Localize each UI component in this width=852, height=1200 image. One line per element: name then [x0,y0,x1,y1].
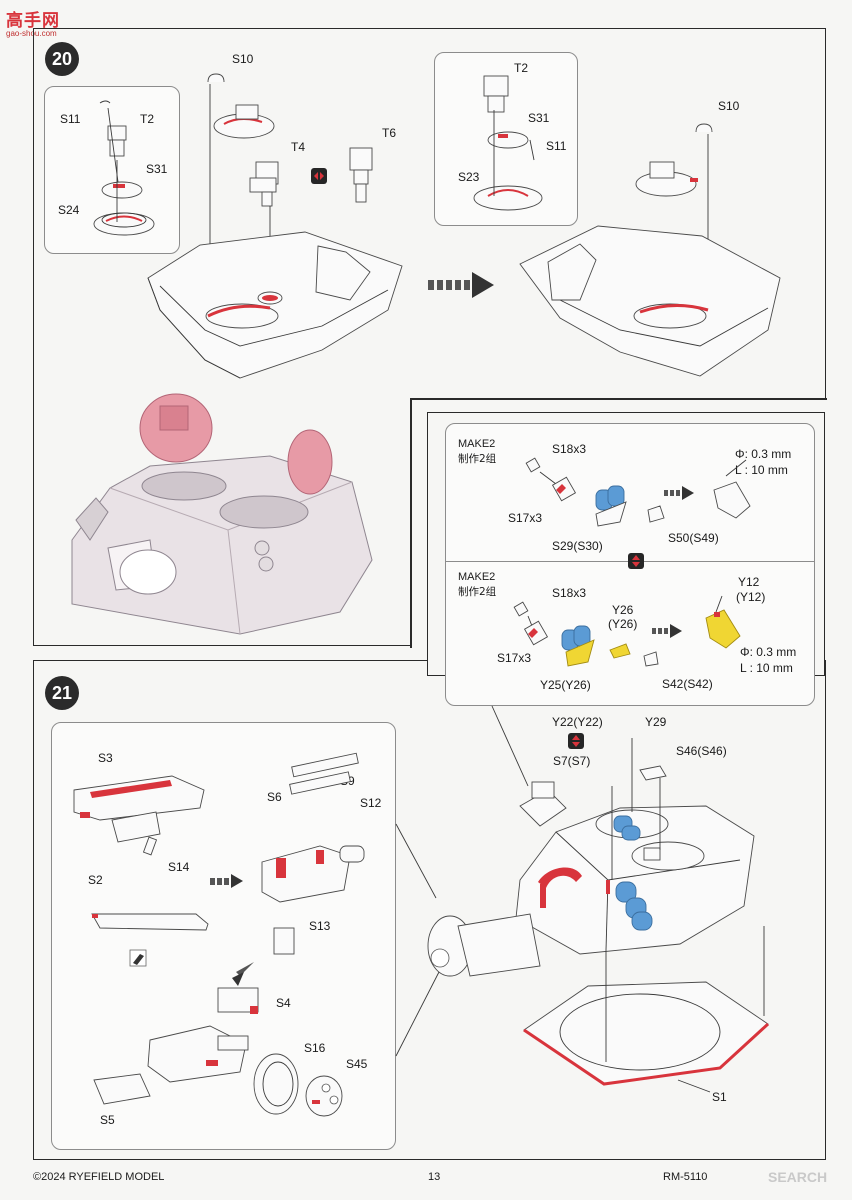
label-t2-right: T2 [514,61,529,75]
label-s13: S13 [309,919,331,933]
label-t2: T2 [140,112,155,126]
label-y26-alt: (Y26) [608,617,638,631]
footer-search-overlay: SEARCH [768,1169,828,1185]
label-s4: S4 [276,996,291,1010]
swap-icon [311,168,327,184]
swap-icon [628,553,644,569]
step-20-drawing [71,73,781,635]
label-s10: S10 [232,52,254,66]
label-s3: S3 [98,751,113,765]
label-s46: S46(S46) [676,744,727,758]
make-top-title-cn: 制作2组 [458,453,497,465]
footer-page-number: 13 [428,1171,441,1183]
y25-assembly [561,625,595,667]
s24-ring-part [93,212,155,236]
periscope-assembly [519,781,567,827]
footer-copyright: ©2024 RYEFIELD MODEL [33,1171,165,1183]
label-s10-right: S10 [718,99,740,113]
make-bottom-title: MAKE2 [458,571,496,583]
label-t4: T4 [291,140,306,154]
s16-part [253,1053,299,1115]
arrow-top [664,486,694,500]
label-s17-top: S17x3 [508,511,543,525]
label-s11-right: S11 [546,139,567,153]
s3-part [73,775,205,821]
label-s18-top: S18x3 [552,442,587,456]
s11-part [99,100,111,104]
s6-part [289,752,359,795]
s13-part [273,927,295,955]
label-s42: S42(S42) [662,677,713,691]
step-21-badge: 21 [45,676,79,710]
watermark-site-url: gao-shou.com [6,29,57,38]
label-y29: Y29 [645,715,667,729]
t4-part [249,161,279,207]
label-s2: S2 [88,873,103,887]
s45-part [305,1075,343,1117]
label-y12: Y12 [738,575,760,589]
label-s31: S31 [146,162,168,176]
label-s6: S6 [267,790,282,804]
label-y25: Y25(Y26) [540,678,591,692]
s14-part [111,811,161,856]
turret-main [515,738,755,955]
label-s18-bottom: S18x3 [552,586,587,600]
make-bottom-title-cn: 制作2组 [458,586,497,598]
s5-part [93,1073,151,1105]
label-s45: S45 [346,1057,368,1071]
label-s11: S11 [60,112,81,126]
label-s24: S24 [58,203,80,217]
arrow-21a [210,874,243,888]
step-20-badge: 20 [45,42,79,76]
label-s31-right: S31 [528,111,550,125]
label-y22: Y22(Y22) [552,715,603,729]
wire-length-bottom: L : 10 mm [740,661,793,675]
s2-part [91,913,209,931]
vision-block-blue-top [613,815,641,841]
watermark: 高手网 gao-shou.com [6,6,60,38]
label-s16: S16 [304,1041,326,1055]
label-s5: S5 [100,1113,115,1127]
wire-length-top: L : 10 mm [735,463,788,477]
label-s14: S14 [168,860,190,874]
wire-diameter-bottom: Φ: 0.3 mm [740,645,797,659]
hatch-ring-part [207,73,275,139]
s31-disc-part [101,181,143,199]
s12-assembly [261,845,365,903]
make-top-title: MAKE2 [458,438,496,450]
turret-render-model [71,393,373,635]
label-y12-alt: (Y12) [736,590,766,604]
label-s7: S7(S7) [553,754,591,768]
hatch-ring-right [635,123,713,197]
label-y26: Y26 [612,603,634,617]
label-t6: T6 [382,126,397,140]
t6-part [349,147,373,203]
right-subassembly-parts [473,75,543,211]
label-s50: S50(S49) [668,531,719,545]
arrow-21b [232,962,254,986]
label-s1: S1 [712,1090,727,1104]
s4-part [217,987,259,1014]
footer-code: RM-5110 [663,1171,708,1183]
s1-part [523,981,770,1086]
mantlet-assembly [427,913,541,977]
process-arrow [428,272,494,298]
gun-assembly [147,1025,249,1083]
turret-shell-right [519,225,781,377]
swap-icon [568,733,584,749]
label-s12: S12 [360,796,382,810]
vision-block-blue-front [615,881,653,931]
label-s29: S29(S30) [552,539,603,553]
s29-blue-part [595,485,627,527]
arrow-bottom [652,624,682,638]
label-s17-bottom: S17x3 [497,651,532,665]
label-s23: S23 [458,170,480,184]
wire-diameter-top: Φ: 0.3 mm [735,447,792,461]
turret-shell-left [147,231,403,379]
watermark-site-name: 高手网 [6,11,60,31]
